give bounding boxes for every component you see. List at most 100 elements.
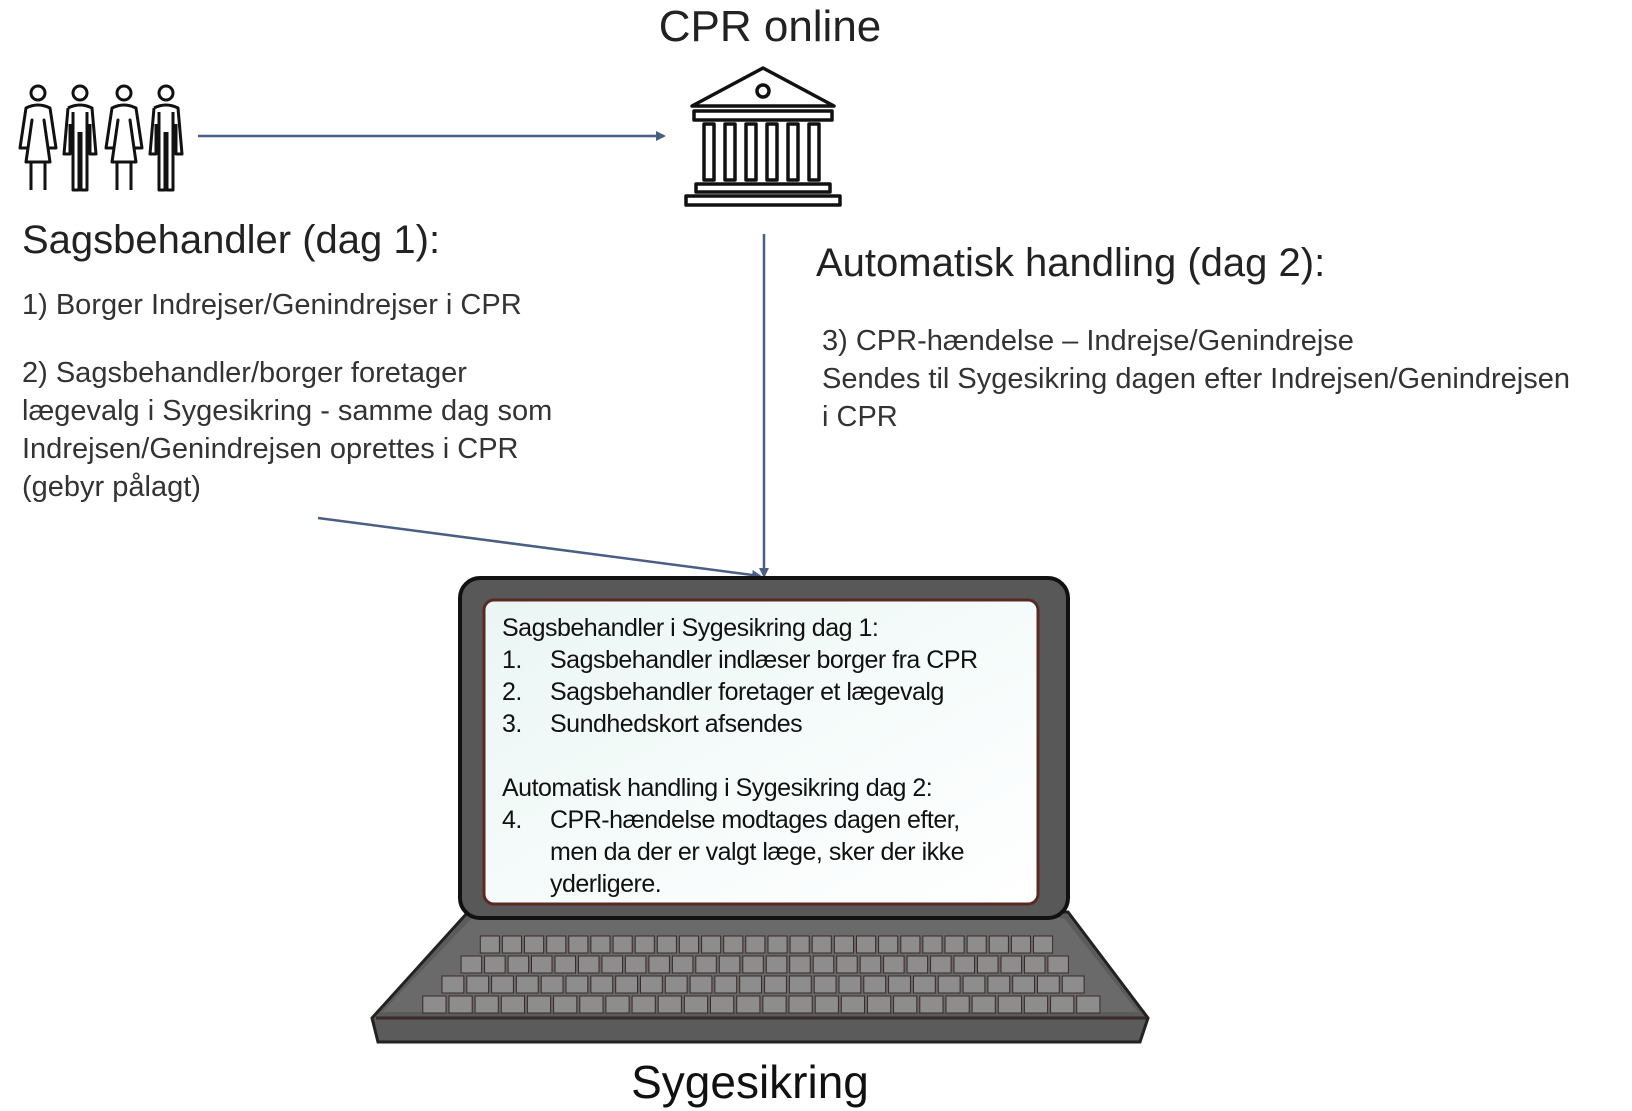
keyboard-key	[971, 995, 996, 1014]
keyboard-key	[833, 935, 855, 954]
screen-list-item: 4. CPR-hændelse modtages dagen efter,	[502, 804, 978, 836]
keyboard-key	[479, 935, 500, 954]
keyboard-key	[648, 955, 670, 974]
keyboard-key	[422, 995, 447, 1014]
keyboard-key	[460, 955, 483, 974]
list-item-continuation: men da der er valgt læge, sker der ikke	[550, 838, 965, 866]
keyboard-key	[788, 975, 812, 994]
keyboard-key	[789, 955, 811, 974]
keyboard-key	[930, 955, 952, 974]
keyboard-key	[1033, 935, 1054, 954]
keyboard-key	[683, 995, 709, 1014]
left-step-2-line: 2) Sagsbehandler/borger foretager	[22, 357, 467, 389]
sygesikring-title: Sygesikring	[631, 1056, 869, 1108]
keyboard-key	[500, 995, 525, 1014]
left-step-1: 1) Borger Indrejser/Genindrejser i CPR	[22, 289, 522, 321]
screen-list-item: 3. Sundhedskort afsendes	[502, 708, 978, 740]
right-text-line: 3) CPR-hændelse – Indrejse/Genindrejse	[822, 325, 1354, 357]
government-building-icon	[684, 66, 842, 207]
right-text-line: i CPR	[822, 401, 898, 433]
keyboard-key	[1047, 955, 1069, 974]
left-step-2: 2) Sagsbehandler/borger foretager lægeva…	[22, 354, 552, 506]
list-item-number: 3.	[502, 710, 522, 738]
keyboard-key	[919, 995, 944, 1014]
keyboard-key	[710, 995, 735, 1014]
keyboard-key	[590, 975, 614, 994]
keyboard-key	[888, 975, 911, 994]
keyboard-key	[1010, 935, 1032, 954]
left-step-2-line: Indrejsen/Genindrejsen oprettes i CPR	[22, 433, 519, 465]
keyboard-key	[554, 955, 576, 974]
keyboard-key	[987, 975, 1011, 994]
keyboard-key	[540, 975, 564, 994]
keyboard-key	[466, 975, 490, 994]
list-item-text: Sundhedskort afsendes	[550, 710, 803, 738]
keyboard-key	[612, 935, 633, 954]
keyboard-key	[765, 955, 788, 974]
keyboard-key	[1076, 995, 1101, 1014]
keyboard-key	[742, 955, 764, 974]
keyboard-key	[624, 955, 647, 974]
keyboard-key	[631, 995, 656, 1014]
laptop-screen-text: Sagsbehandler i Sygesikring dag 1: 1. Sa…	[502, 612, 978, 900]
arrow-sagsbehandler-to-sygesikring	[317, 516, 762, 580]
keyboard-key	[605, 995, 630, 1014]
keyboard-key	[664, 975, 688, 994]
keyboard-key	[739, 975, 763, 994]
keyboard-key	[966, 935, 987, 954]
screen-day1-heading: Sagsbehandler i Sygesikring dag 1:	[502, 614, 879, 642]
keyboard-key	[601, 955, 623, 974]
keyboard-key	[695, 955, 717, 974]
keyboard-key	[448, 995, 473, 1014]
keyboard-key	[997, 995, 1022, 1014]
keyboard-key	[838, 975, 862, 994]
keyboard-key	[836, 955, 858, 974]
keyboard-key	[840, 995, 865, 1014]
keyboard-key	[718, 955, 741, 974]
keyboard-key	[546, 935, 567, 954]
keyboard-key	[1023, 995, 1049, 1014]
keyboard-key	[1012, 975, 1036, 994]
list-item-text: Sagsbehandler foretager et lægevalg	[550, 678, 944, 706]
keyboard-key	[531, 955, 553, 974]
keyboard-key	[813, 975, 837, 994]
keyboard-key	[1000, 955, 1022, 974]
cpr-online-title: CPR online	[658, 2, 882, 51]
keyboard-key	[913, 975, 936, 994]
keyboard-key	[767, 935, 788, 954]
keyboard-key	[671, 955, 694, 974]
keyboard-key	[745, 935, 766, 954]
right-text-line: Sendes til Sygesikring dagen efter Indre…	[822, 363, 1571, 395]
list-item-continuation: yderligere.	[550, 870, 662, 898]
screen-list-item: 2. Sagsbehandler foretager et lægevalg	[502, 676, 978, 708]
screen-list-item: 1. Sagsbehandler indlæser borger fra CPR	[502, 644, 978, 676]
keyboard-key	[615, 975, 639, 994]
keyboard-key	[736, 995, 761, 1014]
keyboard-key	[944, 935, 965, 954]
keyboard-key	[859, 955, 882, 974]
keyboard-key	[878, 935, 899, 954]
keyboard-key	[988, 935, 1009, 954]
keyboard-key	[962, 975, 986, 994]
keyboard-key	[1061, 975, 1085, 994]
keyboard-key	[657, 995, 682, 1014]
left-step-2-line: (gebyr pålagt)	[22, 471, 201, 503]
keyboard-key	[590, 935, 611, 954]
list-item-number: 2.	[502, 678, 522, 706]
keyboard-key	[906, 955, 929, 974]
screen-day2-heading: Automatisk handling i Sygesikring dag 2:	[502, 774, 933, 802]
keyboard-key	[788, 995, 813, 1014]
keyboard-key	[484, 955, 506, 974]
keyboard-key	[501, 935, 522, 954]
keyboard-key	[1050, 995, 1075, 1014]
keyboard-key	[762, 995, 787, 1014]
left-step-2-line: lægevalg i Sygesikring - samme dag som	[22, 395, 553, 427]
keyboard-key	[1024, 955, 1046, 974]
keyboard-key	[723, 935, 744, 954]
keyboard	[422, 935, 1101, 1014]
keyboard-key	[640, 975, 663, 994]
keyboard-key	[1037, 975, 1060, 994]
keyboard-key	[678, 935, 700, 954]
people-icon	[18, 84, 184, 192]
